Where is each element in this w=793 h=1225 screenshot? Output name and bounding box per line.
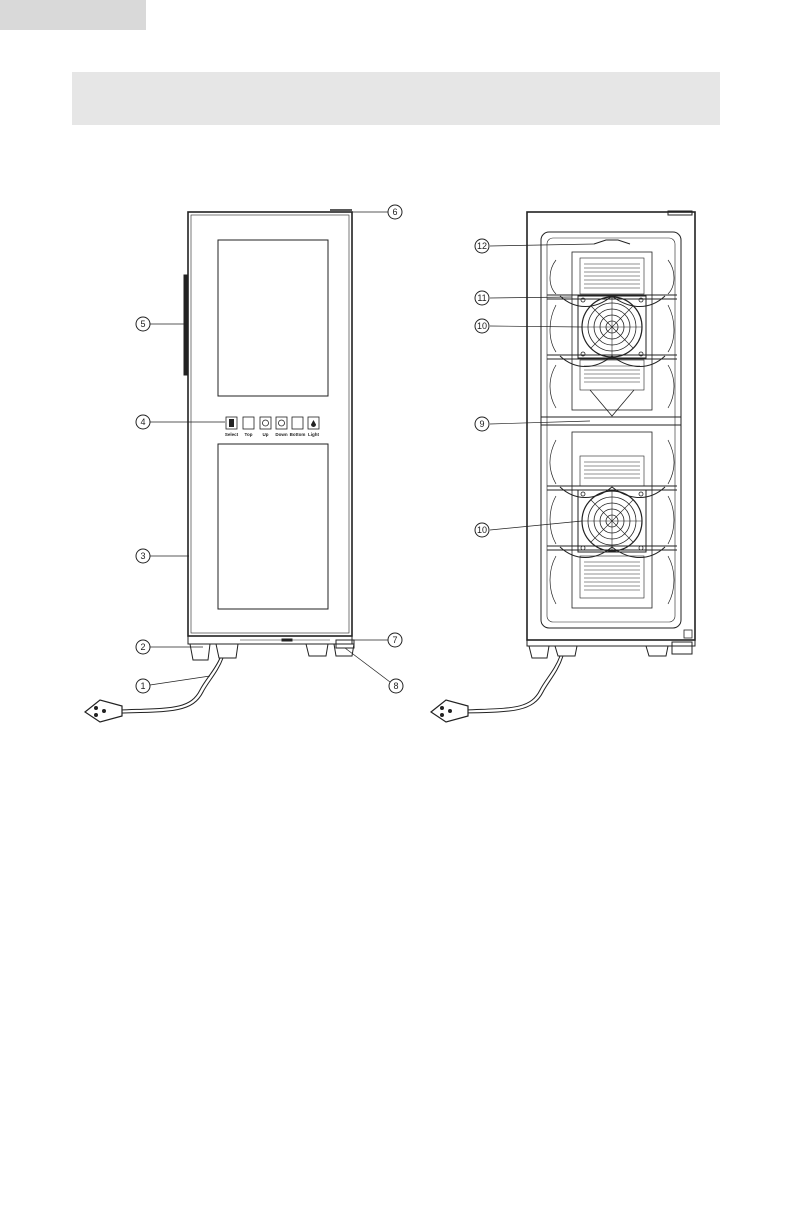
upper-grille-bottom bbox=[580, 360, 644, 390]
callout-4: 4 bbox=[140, 417, 145, 427]
up-icon bbox=[263, 420, 269, 426]
interior-liner bbox=[541, 232, 681, 628]
label-top: Top bbox=[245, 432, 253, 437]
callout-5: 5 bbox=[140, 319, 145, 329]
front-foot-4 bbox=[334, 644, 354, 656]
front-foot-2 bbox=[216, 644, 238, 658]
callout-1: 1 bbox=[140, 681, 145, 691]
label-down: Down bbox=[275, 432, 287, 437]
front-power-cord bbox=[85, 658, 223, 722]
upper-grille-top bbox=[580, 258, 644, 294]
lower-grille-top bbox=[580, 456, 644, 486]
lower-fan bbox=[578, 490, 646, 552]
interior-callouts: 12 11 10 9 10 bbox=[475, 239, 489, 537]
door-handle bbox=[184, 275, 187, 375]
interior-power-cord bbox=[431, 656, 563, 722]
interior-base bbox=[527, 640, 695, 646]
callout-10-lower: 10 bbox=[477, 525, 487, 535]
front-callouts: 6 5 4 3 2 1 7 8 bbox=[136, 205, 403, 693]
callout-7: 7 bbox=[392, 635, 397, 645]
label-up: Up bbox=[263, 432, 269, 437]
callout-6: 6 bbox=[392, 207, 397, 217]
compartment-divider bbox=[541, 417, 681, 425]
label-bottom: Bottom bbox=[290, 432, 306, 437]
interior-view bbox=[527, 211, 695, 658]
callout-11: 11 bbox=[477, 293, 486, 303]
down-icon bbox=[279, 420, 285, 426]
callout-3: 3 bbox=[140, 551, 145, 561]
callout-10-upper: 10 bbox=[477, 321, 487, 331]
callout-8: 8 bbox=[393, 681, 398, 691]
label-light: Light bbox=[308, 432, 319, 437]
control-labels: Select Top Up Down Bottom Light bbox=[225, 432, 320, 437]
label-select: Select bbox=[225, 432, 239, 437]
interior-light bbox=[594, 240, 630, 244]
bottom-button bbox=[292, 417, 303, 429]
front-foot-1 bbox=[190, 644, 210, 660]
front-view bbox=[184, 210, 354, 660]
upper-glass-panel bbox=[218, 240, 328, 396]
top-button bbox=[243, 417, 254, 429]
callout-2: 2 bbox=[140, 642, 145, 652]
callout-9: 9 bbox=[479, 419, 484, 429]
callout-12: 12 bbox=[477, 241, 487, 251]
lower-grille-bottom bbox=[580, 556, 644, 598]
upper-fan bbox=[578, 296, 646, 358]
lower-glass-panel bbox=[218, 444, 328, 609]
interior-leader-lines bbox=[490, 244, 594, 530]
control-panel bbox=[226, 417, 319, 429]
front-foot-3 bbox=[306, 644, 328, 656]
